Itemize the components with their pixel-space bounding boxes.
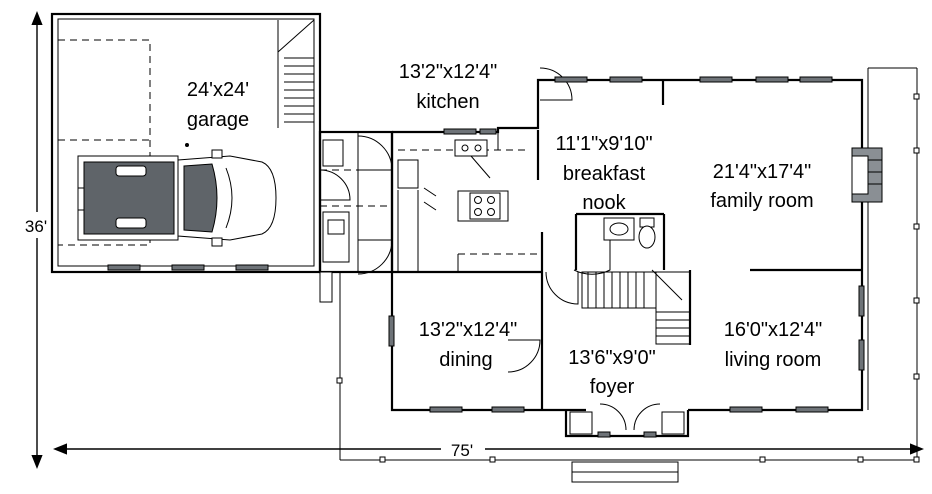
main-stairs	[581, 269, 691, 345]
mudroom-walls	[318, 130, 394, 303]
fireplace-icon	[851, 147, 883, 203]
foyer-name: foyer	[590, 376, 635, 398]
kitchen-sink-icon	[454, 139, 488, 157]
garage-stairs	[284, 57, 314, 123]
window	[107, 264, 141, 271]
garage-size: 24'x24'	[187, 79, 249, 101]
door-swing-icon	[357, 239, 393, 275]
family-room-size: 21'4"x17'4"	[713, 161, 812, 183]
breakfast-nook-size: 11'1"x9'10"	[555, 133, 652, 155]
windows	[388, 76, 865, 413]
foyer-size: 13'6"x9'0"	[568, 347, 655, 369]
garage-name: garage	[187, 109, 249, 131]
window	[235, 264, 269, 271]
breakfast-nook-name-2: nook	[582, 192, 626, 214]
door-swing-icon	[633, 403, 661, 431]
car-icon	[77, 149, 277, 247]
living-room-size: 16'0"x12'4"	[724, 319, 823, 341]
kitchen-fixtures	[397, 132, 540, 272]
door-swing-icon	[545, 271, 579, 305]
breakfast-nook-name: breakfast	[563, 163, 646, 185]
door-swing-icon	[357, 135, 393, 171]
living-room-name: living room	[725, 349, 822, 371]
door-swing-icon	[539, 67, 573, 101]
kitchen-size: 13'2"x12'4"	[399, 61, 498, 83]
half-bath	[603, 217, 656, 249]
door-swing-icon	[573, 230, 611, 275]
door-swing-icon	[599, 403, 627, 431]
family-room-name: family room	[710, 190, 813, 212]
window	[171, 264, 205, 271]
width-dimension: 75'	[53, 437, 924, 461]
house-walls	[339, 67, 918, 461]
porch-steps	[571, 461, 679, 473]
dining-size: 13'2"x12'4"	[419, 319, 518, 341]
door-swing-icon	[319, 169, 351, 201]
kitchen-name: kitchen	[416, 91, 479, 113]
light-fixture-icon	[185, 143, 189, 147]
entry-porch	[564, 410, 690, 483]
cooktop-icon	[469, 192, 501, 220]
toilet-icon	[638, 225, 656, 249]
depth-label: 36'	[25, 217, 47, 236]
washer-icon	[322, 139, 344, 167]
dining-name: dining	[439, 349, 492, 371]
width-label: 75'	[451, 441, 473, 460]
porch-posts	[336, 93, 920, 463]
door-swing-icon	[507, 339, 541, 373]
refrigerator-icon	[397, 159, 419, 189]
